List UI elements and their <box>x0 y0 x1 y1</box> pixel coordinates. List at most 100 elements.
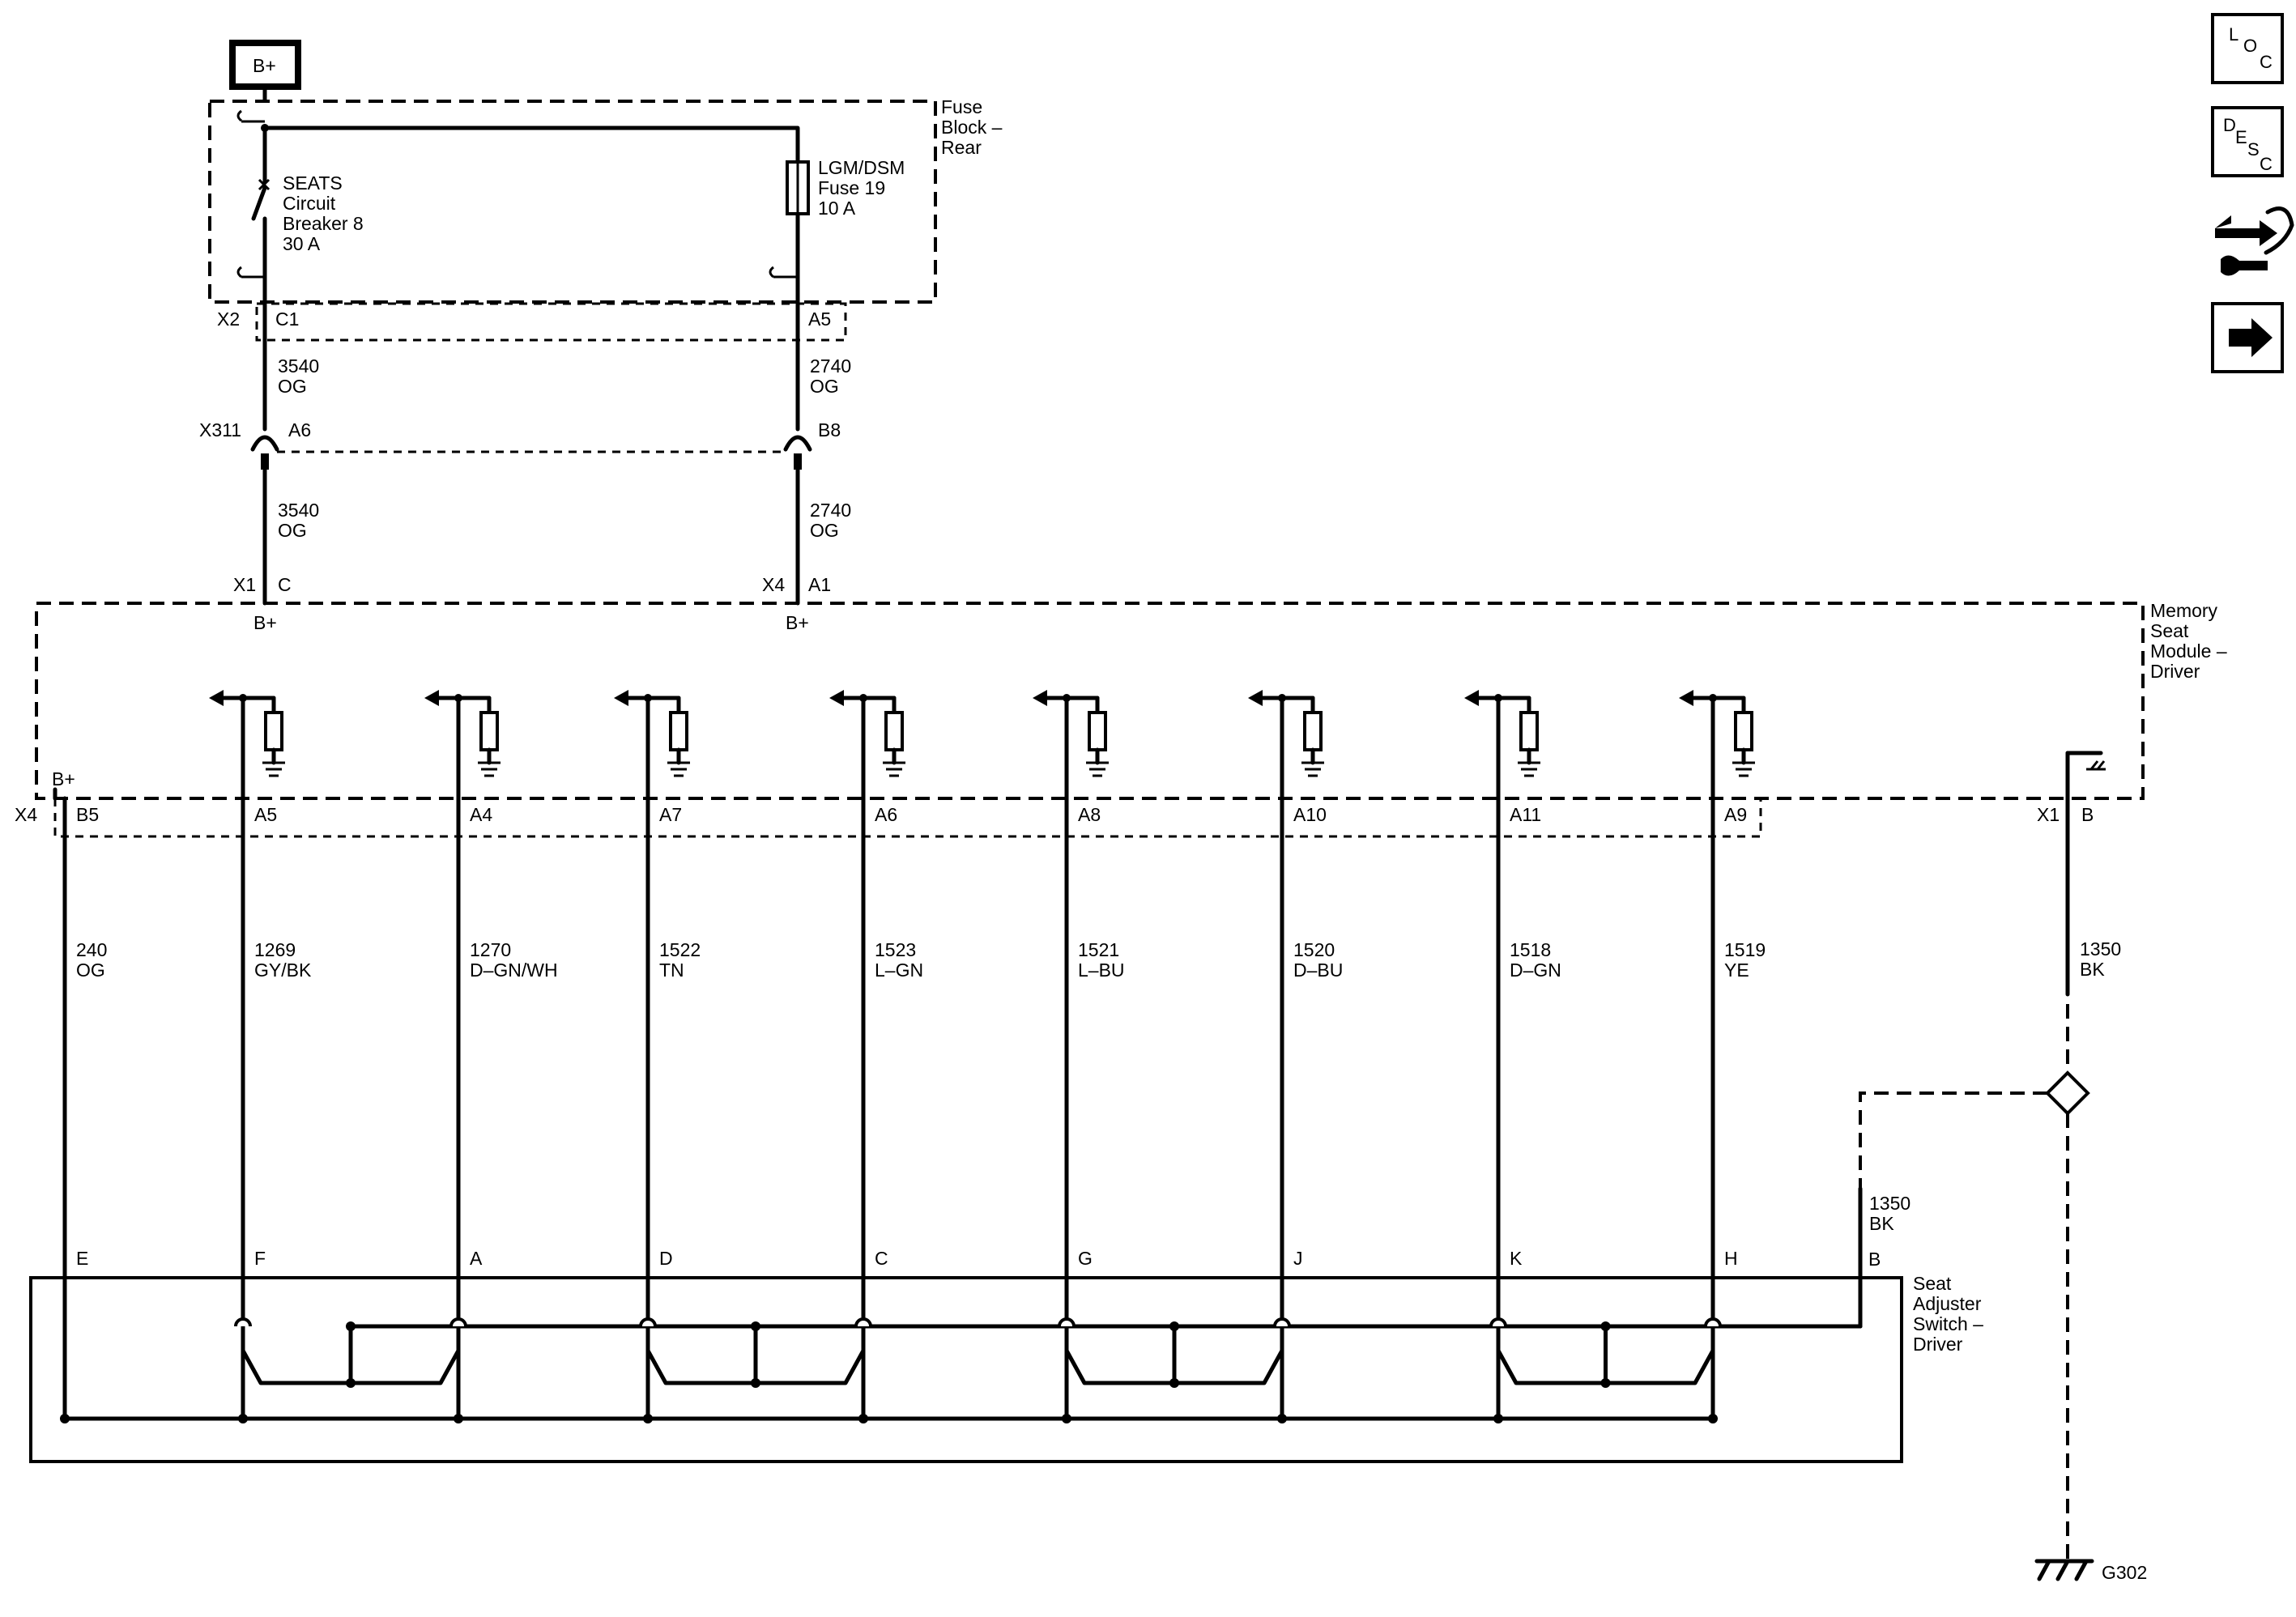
switch-pin-k: K <box>1510 1248 1523 1269</box>
module-pin-a9: A9 <box>1724 804 1747 825</box>
ground-icon <box>1732 761 1755 777</box>
switch-ground-dashed <box>1859 1091 2047 1189</box>
svg-text:LGM/DSM: LGM/DSM <box>818 157 905 178</box>
svg-text:Fuse: Fuse <box>941 96 982 117</box>
desc-button[interactable]: D E S C <box>2211 106 2284 177</box>
svg-text:Seat: Seat <box>1913 1273 1952 1294</box>
svg-text:SEATS: SEATS <box>283 172 343 194</box>
switch-contact-set-3 <box>1058 1317 1291 1388</box>
fuse-label: LGM/DSM Fuse 19 10 A <box>818 157 905 219</box>
svg-text:Block –: Block – <box>941 117 1003 138</box>
svg-text:Switch –: Switch – <box>1913 1313 1983 1334</box>
module-input-a6 <box>829 690 905 777</box>
memory-seat-module-label: Memory Seat Module – Driver <box>2150 600 2227 682</box>
module-pin-a4: A4 <box>470 804 492 825</box>
x2-connector-outline <box>255 302 847 342</box>
module-input-a9 <box>1679 690 1755 777</box>
switch-pin-e: E <box>76 1248 88 1269</box>
circuit-color-1270: D–GN/WH <box>470 960 558 981</box>
x2-pin-a5: A5 <box>808 309 831 330</box>
circuit-color-1523: L–GN <box>875 960 923 981</box>
x4-pin-a1: A1 <box>808 574 831 595</box>
ground-icon <box>1301 761 1324 777</box>
next-page-button[interactable] <box>2211 302 2284 373</box>
module-pin-a8: A8 <box>1078 804 1101 825</box>
switch-internals <box>60 1317 1863 1423</box>
pulldown-resistor <box>884 711 904 751</box>
ground-icon <box>478 761 501 777</box>
x311-pin-b8: B8 <box>818 419 841 440</box>
circuit-number-240: 240 <box>76 939 107 960</box>
circuit-number-1520: 1520 <box>1293 939 1335 960</box>
x1-connector-label: X1 <box>233 574 256 595</box>
module-input-a8 <box>1033 690 1109 777</box>
svg-text:Adjuster: Adjuster <box>1913 1293 1982 1314</box>
module-input-a4 <box>424 690 501 777</box>
circuit-breaker-symbol <box>251 185 267 221</box>
x311-connector-right <box>783 435 812 452</box>
circuit-number-1518: 1518 <box>1510 939 1551 960</box>
ground-icon <box>262 761 285 777</box>
module-pin-a6: A6 <box>875 804 897 825</box>
fuse-block-bus <box>262 126 800 164</box>
x311-connector-label: X311 <box>199 419 241 440</box>
battery-label: B+ <box>253 55 276 76</box>
svg-text:2740: 2740 <box>810 500 851 521</box>
svg-text:1350: 1350 <box>2080 938 2121 960</box>
svg-text:1350: 1350 <box>1869 1193 1910 1214</box>
circuit-number-1519: 1519 <box>1724 939 1766 960</box>
module-inputs <box>209 690 1755 777</box>
svg-text:Memory: Memory <box>2150 600 2218 621</box>
circuit-color-1521: L–BU <box>1078 960 1125 981</box>
connector-wrench-icon[interactable] <box>2215 206 2294 276</box>
x311-pin-a6: A6 <box>288 419 311 440</box>
switch-contact-set-4 <box>1489 1317 1722 1388</box>
svg-text:E: E <box>2235 127 2247 147</box>
x311-connector-left <box>250 435 279 452</box>
splice-diamond <box>2045 1070 2090 1116</box>
circuit-number-1270: 1270 <box>470 939 511 960</box>
svg-text:Driver: Driver <box>1913 1334 1963 1355</box>
switch-pin-f: F <box>254 1248 266 1269</box>
pulldown-resistor <box>1519 711 1539 751</box>
circuit-number-1269: 1269 <box>254 939 296 960</box>
module-input-a10 <box>1248 690 1324 777</box>
svg-text:BK: BK <box>2080 959 2105 980</box>
circuit-number-1522: 1522 <box>659 939 701 960</box>
circuit-color-1269: GY/BK <box>254 960 312 981</box>
pulldown-resistor <box>479 711 499 751</box>
module-pin-a10: A10 <box>1293 804 1327 825</box>
x4-connector-label: X4 <box>762 574 785 595</box>
svg-text:OG: OG <box>810 520 839 541</box>
module-bplus-left: B+ <box>253 612 277 633</box>
module-input-a5 <box>209 690 285 777</box>
svg-text:Driver: Driver <box>2150 661 2200 682</box>
circuit-number-1521: 1521 <box>1078 939 1119 960</box>
svg-text:Seat: Seat <box>2150 620 2189 641</box>
breaker-label: SEATS Circuit Breaker 8 30 A <box>283 172 364 254</box>
switch-contact-set-1 <box>234 1317 467 1388</box>
svg-text:OG: OG <box>278 520 307 541</box>
svg-text:30 A: 30 A <box>283 233 321 254</box>
fuse-block-label: Fuse Block – Rear <box>941 96 1003 158</box>
fuse-block-outline <box>208 100 937 304</box>
right-arrow-icon <box>2229 318 2273 357</box>
loc-button[interactable]: L O C <box>2211 13 2284 84</box>
svg-text:C: C <box>2260 154 2273 174</box>
ground-icon <box>1086 761 1109 777</box>
pulldown-resistor <box>1088 711 1107 751</box>
svg-text:D: D <box>2223 115 2236 135</box>
svg-text:BK: BK <box>1869 1213 1894 1234</box>
pulldown-resistor <box>264 711 283 751</box>
module-pin-a7: A7 <box>659 804 682 825</box>
seat-adjuster-switch-label: Seat Adjuster Switch – Driver <box>1913 1273 1983 1355</box>
switch-pin-c: C <box>875 1248 888 1269</box>
svg-text:OG: OG <box>278 376 307 397</box>
svg-text:2740: 2740 <box>810 355 851 377</box>
ground-icon <box>1518 761 1540 777</box>
memory-seat-module-outline <box>35 602 2145 800</box>
switch-pin-d: D <box>659 1248 673 1269</box>
ground-connector-label: X1 <box>2037 804 2060 825</box>
ground-symbol-icon <box>2034 1559 2094 1581</box>
